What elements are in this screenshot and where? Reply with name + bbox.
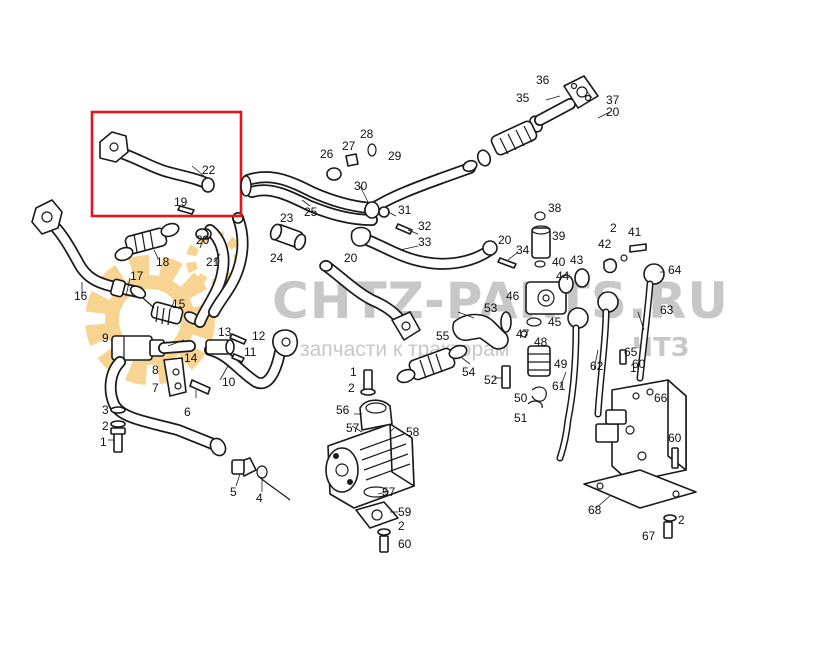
callout-1-b[interactable]: 1 <box>350 365 357 379</box>
callout-68[interactable]: 68 <box>588 503 602 517</box>
callout-60-c[interactable]: 60 <box>632 357 646 371</box>
highlight-box <box>90 110 243 218</box>
callout-29[interactable]: 29 <box>388 149 402 163</box>
callout-20-b[interactable]: 20 <box>606 105 620 119</box>
callout-67[interactable]: 67 <box>642 529 656 543</box>
callout-52[interactable]: 52 <box>484 373 498 387</box>
callout-5[interactable]: 5 <box>230 485 237 499</box>
callout-24[interactable]: 24 <box>270 251 284 265</box>
callout-64[interactable]: 64 <box>668 263 682 277</box>
callout-2-c[interactable]: 2 <box>398 519 405 533</box>
callout-56[interactable]: 56 <box>336 403 350 417</box>
callout-66[interactable]: 66 <box>654 391 668 405</box>
callout-2-e[interactable]: 2 <box>678 513 685 527</box>
callout-36[interactable]: 36 <box>536 73 550 87</box>
callout-2-d[interactable]: 2 <box>610 221 617 235</box>
callout-44[interactable]: 44 <box>556 269 570 283</box>
callout-33[interactable]: 33 <box>418 235 432 249</box>
leader-lines <box>81 89 664 513</box>
callout-28[interactable]: 28 <box>360 127 374 141</box>
callout-2-b[interactable]: 2 <box>348 381 355 395</box>
callout-57-b[interactable]: 57 <box>382 485 396 499</box>
callout-48[interactable]: 48 <box>534 335 548 349</box>
callout-2[interactable]: 2 <box>102 419 109 433</box>
callout-57[interactable]: 57 <box>346 421 360 435</box>
callout-47[interactable]: 47 <box>516 327 530 341</box>
callout-13[interactable]: 13 <box>218 325 232 339</box>
callout-39[interactable]: 39 <box>552 229 566 243</box>
callout-11[interactable]: 11 <box>244 345 257 359</box>
callout-22[interactable]: 22 <box>202 163 216 177</box>
callout-40[interactable]: 40 <box>552 255 566 269</box>
callout-38[interactable]: 38 <box>548 201 562 215</box>
callout-6[interactable]: 6 <box>184 405 191 419</box>
callout-4[interactable]: 4 <box>256 491 263 505</box>
callout-3[interactable]: 3 <box>102 403 109 417</box>
callout-63[interactable]: 63 <box>660 303 674 317</box>
callout-7[interactable]: 7 <box>152 381 159 395</box>
callout-21[interactable]: 21 <box>206 255 220 269</box>
callout-60[interactable]: 60 <box>398 537 412 551</box>
callout-42[interactable]: 42 <box>598 237 612 251</box>
callout-60-b[interactable]: 60 <box>668 431 682 445</box>
callout-32[interactable]: 32 <box>418 219 432 233</box>
callout-1[interactable]: 1 <box>100 435 107 449</box>
watermark-tagline: запчасти к тракторам <box>300 338 509 361</box>
callout-20-c[interactable]: 20 <box>498 233 512 247</box>
callout-20[interactable]: 20 <box>196 233 210 247</box>
callout-16[interactable]: 16 <box>74 289 88 303</box>
callout-49[interactable]: 49 <box>554 357 568 371</box>
callout-20-d[interactable]: 20 <box>344 251 358 265</box>
callout-43[interactable]: 43 <box>570 253 584 267</box>
callout-10[interactable]: 10 <box>222 375 236 389</box>
callout-8[interactable]: 8 <box>152 363 159 377</box>
callout-23[interactable]: 23 <box>280 211 294 225</box>
callout-59[interactable]: 59 <box>398 505 412 519</box>
callout-41[interactable]: 41 <box>628 225 642 239</box>
callout-31[interactable]: 31 <box>398 203 412 217</box>
callout-labels: 1 2 3 4 5 6 7 8 9 10 11 12 13 14 15 16 1… <box>74 73 685 551</box>
left-pipe-group <box>31 199 299 501</box>
callout-18[interactable]: 18 <box>156 255 170 269</box>
callout-53[interactable]: 53 <box>484 301 498 315</box>
callout-15[interactable]: 15 <box>172 297 186 311</box>
callout-51[interactable]: 51 <box>514 411 528 425</box>
callout-30[interactable]: 30 <box>354 179 368 193</box>
callout-54[interactable]: 54 <box>462 365 476 379</box>
pipe-22[interactable] <box>99 131 215 193</box>
callout-26[interactable]: 26 <box>320 147 334 161</box>
callout-50[interactable]: 50 <box>514 391 528 405</box>
callout-25[interactable]: 25 <box>304 205 318 219</box>
callout-34[interactable]: 34 <box>516 243 530 257</box>
callout-46[interactable]: 46 <box>506 289 520 303</box>
callout-58[interactable]: 58 <box>406 425 420 439</box>
upper-pipe-group <box>177 75 599 341</box>
callout-14[interactable]: 14 <box>184 351 198 365</box>
callout-27[interactable]: 27 <box>342 139 356 153</box>
callout-1-c[interactable]: 1 <box>630 361 637 375</box>
callout-37[interactable]: 37 <box>606 93 620 107</box>
hydraulic-pump <box>325 369 415 553</box>
center-components <box>396 211 665 462</box>
callout-62[interactable]: 62 <box>590 359 604 373</box>
callout-12[interactable]: 12 <box>252 329 266 343</box>
callout-45[interactable]: 45 <box>548 315 562 329</box>
callout-9[interactable]: 9 <box>102 331 109 345</box>
callout-61[interactable]: 61 <box>552 379 566 393</box>
control-valve-66 <box>583 379 697 539</box>
callout-19[interactable]: 19 <box>174 195 188 209</box>
callout-65[interactable]: 65 <box>624 345 638 359</box>
callout-35[interactable]: 35 <box>516 91 530 105</box>
callout-17[interactable]: 17 <box>130 269 144 283</box>
callout-55[interactable]: 55 <box>436 329 450 343</box>
